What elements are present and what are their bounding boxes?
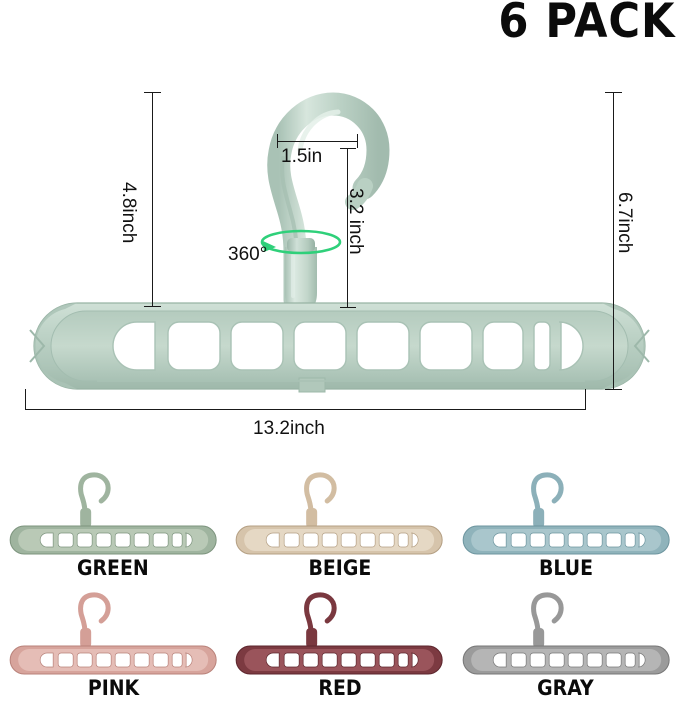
swatch-label-red: RED [317, 675, 362, 700]
hole-6 [419, 321, 473, 371]
hook-tip [345, 178, 373, 210]
mini-collar [306, 627, 318, 648]
dim-label-48inch: 4.8inch [118, 182, 139, 244]
mini-collar [306, 508, 318, 528]
swatch-label-beige: BEIGE [308, 556, 371, 580]
dim-line-67inch [613, 92, 614, 390]
dim-cap-48-top [144, 92, 161, 93]
dim-line-48inch [152, 92, 153, 307]
mini-collar [80, 627, 92, 648]
swatch-blue-illustration [462, 472, 670, 555]
swatch-pink-illustration [9, 591, 217, 674]
mini-collar [532, 508, 544, 528]
mini-holes [39, 652, 193, 667]
swatch-gray[interactable]: GRAY [453, 586, 679, 705]
hanger-bar [29, 302, 650, 393]
mini-holes [492, 652, 646, 667]
mini-collar [532, 627, 544, 648]
hole-3 [230, 321, 284, 371]
hole-2 [167, 321, 221, 371]
hole-group [112, 321, 584, 371]
mini-hook [304, 591, 337, 660]
mini-hook [530, 472, 564, 541]
swatch-red-illustration [236, 591, 443, 674]
mini-hanger [462, 472, 670, 555]
dim-label-132inch: 13.2inch [253, 418, 325, 439]
mini-hanger [462, 591, 670, 674]
dim-label-32inch: 3.2 inch [345, 188, 366, 255]
swatch-label-green: GREEN [77, 556, 150, 580]
mini-hook [530, 591, 564, 660]
dim-cap-67-bottom [605, 389, 622, 390]
mini-hanger [9, 472, 217, 555]
dim-cap-132-left [25, 389, 26, 410]
hole-5 [356, 321, 410, 371]
mini-hook [78, 472, 111, 541]
right-cap-notch [633, 329, 650, 363]
dim-label-67inch: 6.7inch [614, 192, 635, 254]
pack-count-badge: 6 PACK [497, 0, 675, 49]
dim-cap-32-top [340, 148, 356, 149]
swatch-label-gray: GRAY [537, 675, 595, 700]
dim-line-132inch [25, 409, 586, 410]
mini-holes [39, 532, 193, 548]
dim-line-32inch [347, 148, 348, 308]
swatch-green[interactable]: GREEN [0, 466, 226, 586]
swatch-green-illustration [9, 472, 217, 555]
swatch-beige[interactable]: BEIGE [226, 466, 452, 586]
hook-highlight [297, 109, 341, 153]
dim-line-15in [277, 141, 358, 142]
hole-7 [482, 321, 524, 371]
mini-hook [78, 591, 111, 660]
swatch-label-blue: BLUE [538, 556, 593, 580]
dim-cap-32-bottom [340, 307, 356, 308]
mini-holes [492, 532, 646, 548]
color-variant-grid: GREEN [0, 466, 679, 705]
hole-9 [558, 321, 584, 371]
rotation-360-indicator [260, 229, 342, 255]
dim-cap-48-bottom [144, 306, 161, 307]
dim-label-15in: 1.5in [281, 146, 323, 167]
dim-cap-15-right [357, 134, 358, 148]
swatch-label-pink: PINK [87, 675, 139, 700]
mini-hanger [236, 472, 443, 555]
hole-1 [112, 321, 156, 371]
mini-collar [80, 508, 92, 528]
dim-cap-15-left [277, 134, 278, 148]
swatch-red[interactable]: RED [226, 586, 452, 705]
left-cap-notch [29, 329, 46, 363]
mini-holes [266, 652, 419, 667]
dim-label-360: 360° [228, 244, 268, 265]
hole-8 [533, 321, 551, 371]
mini-hook [304, 472, 337, 541]
main-product-illustration [29, 92, 650, 393]
swatch-blue[interactable]: BLUE [453, 466, 679, 586]
dim-cap-67-top [605, 92, 622, 93]
dim-cap-132-right [585, 389, 586, 410]
swivel-neck [287, 238, 315, 252]
mini-hanger [9, 591, 217, 674]
hook-assembly [260, 92, 390, 314]
swatch-pink[interactable]: PINK [0, 586, 226, 705]
swatch-gray-illustration [462, 591, 670, 674]
mini-holes [266, 532, 419, 548]
mini-hanger [236, 591, 443, 674]
hole-4 [293, 321, 347, 371]
swatch-beige-illustration [236, 472, 443, 555]
